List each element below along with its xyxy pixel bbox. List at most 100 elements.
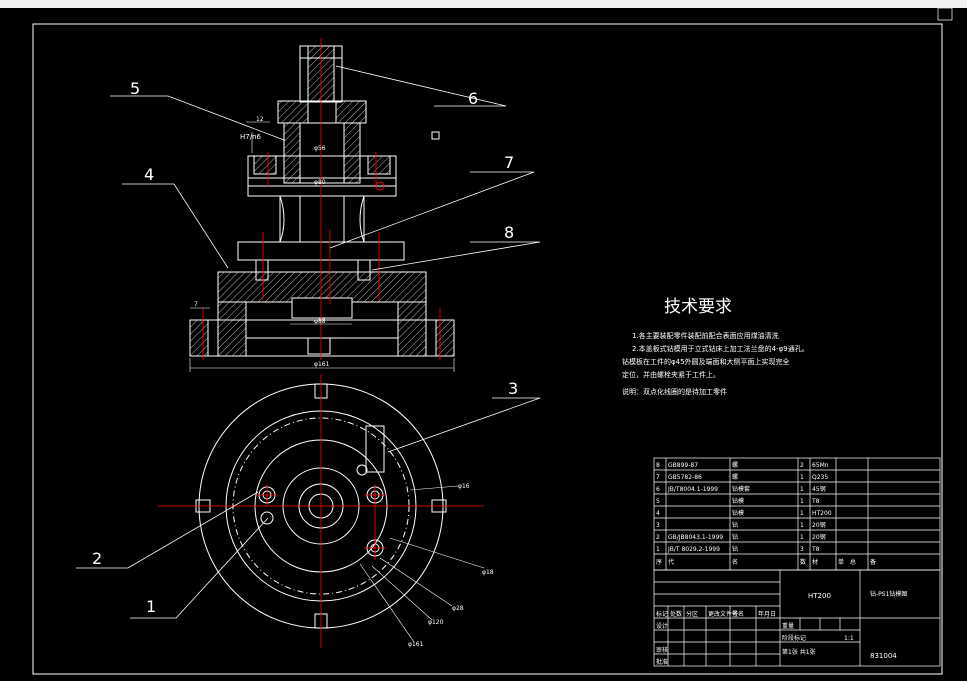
tb-label-date: 年月日 — [758, 610, 776, 618]
drawing-svg: H7/n6 12 φ56 φ80 φ88 φ161 7 — [32, 7, 953, 675]
bom-cell-mat: T8 — [811, 546, 820, 553]
bom-cell-code: GB/JB8043.1-1999 — [668, 534, 723, 541]
title-block-grid — [653, 569, 941, 667]
fit-label: H7/n6 — [240, 133, 262, 141]
bom-cell-name: 钻 — [732, 521, 738, 529]
tech-line-2: 2.本盖板式钻模用于立式钻床上加工法兰盘的4-φ9通孔。 — [632, 344, 809, 353]
elevation-view — [189, 45, 455, 357]
bom-cell-mat: 45钢 — [812, 485, 826, 493]
balloon-6: 6 — [468, 89, 478, 108]
bom-cell-mat: HT200 — [812, 510, 832, 517]
bom-cell-mat: 20钢 — [812, 533, 826, 541]
bom-cell-mat: T8 — [811, 498, 820, 505]
tb-checker: 审核 — [656, 646, 668, 654]
bom-cell-mat: 20钢 — [812, 521, 826, 529]
balloon-7: 7 — [504, 153, 514, 172]
bom-header-cell: 总 — [850, 558, 856, 566]
bore-top-dim: φ56 — [314, 145, 326, 152]
balloon-leaders — [76, 65, 541, 619]
tech-title: 技术要求 — [664, 297, 732, 317]
bom-header-cell: 代 — [668, 558, 674, 566]
bom-cell-qty: 1 — [800, 534, 804, 541]
bom-cell-no: 1 — [656, 546, 660, 553]
plan-dim-4: φ120 — [428, 619, 444, 626]
bom-cell-name: 钻模 — [732, 509, 744, 517]
balloon-3: 3 — [508, 379, 518, 398]
tb-label-mark: 标记 — [656, 610, 668, 618]
tech-line-4: 定位，并由螺栓夹紧于工件上。 — [622, 370, 720, 379]
bom-cell-mat: Q235 — [812, 474, 828, 481]
bom-header-cell: 单 — [838, 558, 844, 566]
drawing-sheet: H7/n6 12 φ56 φ80 φ88 φ161 7 — [0, 7, 967, 681]
balloon-5: 5 — [130, 79, 140, 98]
frame-corner-mark — [937, 7, 953, 21]
bom-cell-no: 4 — [656, 510, 660, 517]
bom-header-cell: 材 — [812, 558, 818, 566]
tech-line-1: 1.各主要装配零件装配前配合表面应用煤油清洗 — [632, 331, 779, 340]
bom-cell-qty: 1 — [800, 474, 804, 481]
bom-cell-code: GB5782-86 — [668, 474, 702, 481]
clamp-bracket — [365, 425, 385, 473]
bom-header-cell: 备 — [870, 558, 876, 566]
bore-mid-dim: φ80 — [314, 179, 326, 186]
balloon-8: 8 — [504, 223, 514, 242]
bom-cell-no: 5 — [656, 498, 660, 505]
slot-left — [195, 499, 211, 513]
tb-sheet: 第1张 共1张 — [782, 648, 816, 656]
bom-cell-qty: 1 — [800, 510, 804, 517]
tb-label-sign: 签名 — [732, 610, 744, 618]
bom-cell-no: 2 — [656, 534, 660, 541]
balloon-2: 2 — [92, 549, 102, 568]
drill-plate-flange — [247, 155, 397, 187]
tb-approve: 批准 — [656, 658, 668, 666]
tech-note: 说明：双点化线圈的是待加工零件 — [622, 387, 727, 396]
bom-cell-qty: 1 — [800, 522, 804, 529]
bom-cell-name: 螺 — [732, 461, 738, 469]
tb-drawing-no: 831004 — [870, 652, 897, 660]
balloon-4: 4 — [144, 165, 154, 184]
elevation-dim-lines — [189, 121, 455, 372]
support-column — [279, 195, 365, 243]
bom-cell-name: 钻模 — [732, 497, 744, 505]
bom-cell-code: JB/T 8029.2-1999 — [667, 546, 720, 553]
base-bore-dim: φ88 — [314, 318, 326, 325]
bom-cell-no: 7 — [656, 474, 660, 481]
slot-top — [314, 383, 328, 399]
tb-designer: 设计 — [656, 622, 668, 630]
bom-cell-code: GB899-87 — [668, 462, 698, 469]
plan-dim-leaders — [359, 485, 485, 643]
bom-cell-name: 钻模套 — [732, 485, 750, 493]
bom-cell-code: JB/T8004.1-1999 — [667, 486, 718, 493]
plan-dim-1: φ16 — [458, 483, 470, 490]
bom-cell-qty: 1 — [800, 498, 804, 505]
tb-label-docno: 更改文件号 — [708, 610, 738, 618]
bom-cell-name: 钻 — [732, 533, 738, 541]
tb-scale: 1:1 — [844, 635, 854, 642]
elevation-centerlines — [202, 38, 441, 360]
bom-header-cell: 数 — [800, 558, 806, 566]
bom-cell-no: 3 — [656, 522, 660, 529]
clamp-nut — [291, 297, 353, 319]
bom-header-cell: 序 — [656, 558, 662, 566]
slot-bottom — [314, 613, 328, 629]
plan-dim-5: φ161 — [408, 641, 424, 648]
tb-weight-label: 重量 — [782, 622, 794, 630]
set-screw-mark — [375, 181, 385, 191]
bom-cell-qty: 1 — [800, 486, 804, 493]
tb-label-count: 处数 — [670, 610, 682, 618]
balloon-1: 1 — [146, 597, 156, 616]
bom-cell-name: 钻 — [732, 545, 738, 553]
tb-material: HT200 — [808, 592, 831, 600]
plan-dim-2: φ18 — [482, 569, 494, 576]
bom-cell-qty: 2 — [800, 462, 804, 469]
tb-drawing-name: 钻-PS1钻模图 — [870, 590, 907, 598]
tb-label-zone: 分区 — [686, 610, 698, 618]
overall-width-dim: φ161 — [314, 361, 330, 368]
tb-stage-label: 阶段标记 — [782, 634, 806, 642]
bom-cell-name: 螺 — [732, 473, 738, 481]
base-height-dim: 7 — [194, 301, 198, 308]
bom-header-cell: 名 — [732, 558, 738, 566]
top-width-dim: 12 — [256, 116, 264, 123]
